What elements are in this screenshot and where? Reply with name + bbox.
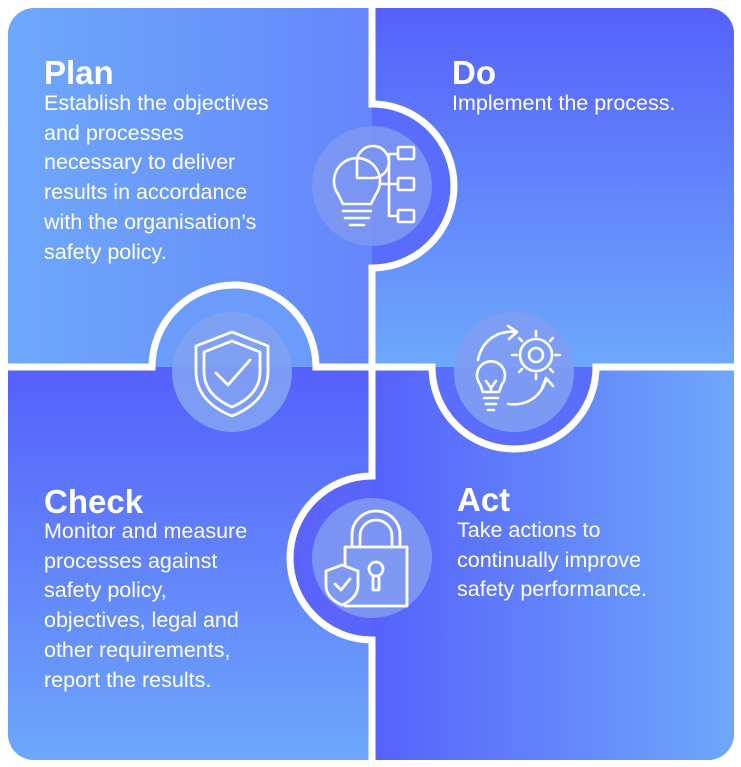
plan-text: Establish the objectives and processes n… [44, 91, 269, 264]
check-title: Check [44, 483, 144, 520]
check-text: Monitor and measure processes against sa… [44, 519, 248, 692]
act-text: Take actions to continually improve safe… [457, 518, 648, 602]
do-title: Do [452, 54, 496, 91]
check-icon-disc [172, 312, 292, 432]
plan-title: Plan [44, 54, 114, 91]
padlock-shield-icon [324, 509, 409, 608]
do-text: Implement the process. [452, 91, 676, 115]
act-title: Act [457, 481, 511, 518]
plan-icon-disc [312, 126, 432, 246]
shield-check-icon [194, 330, 270, 418]
lightbulb-chart-flow-icon [332, 144, 416, 227]
lightbulb-gear-cycle-icon [475, 324, 562, 412]
